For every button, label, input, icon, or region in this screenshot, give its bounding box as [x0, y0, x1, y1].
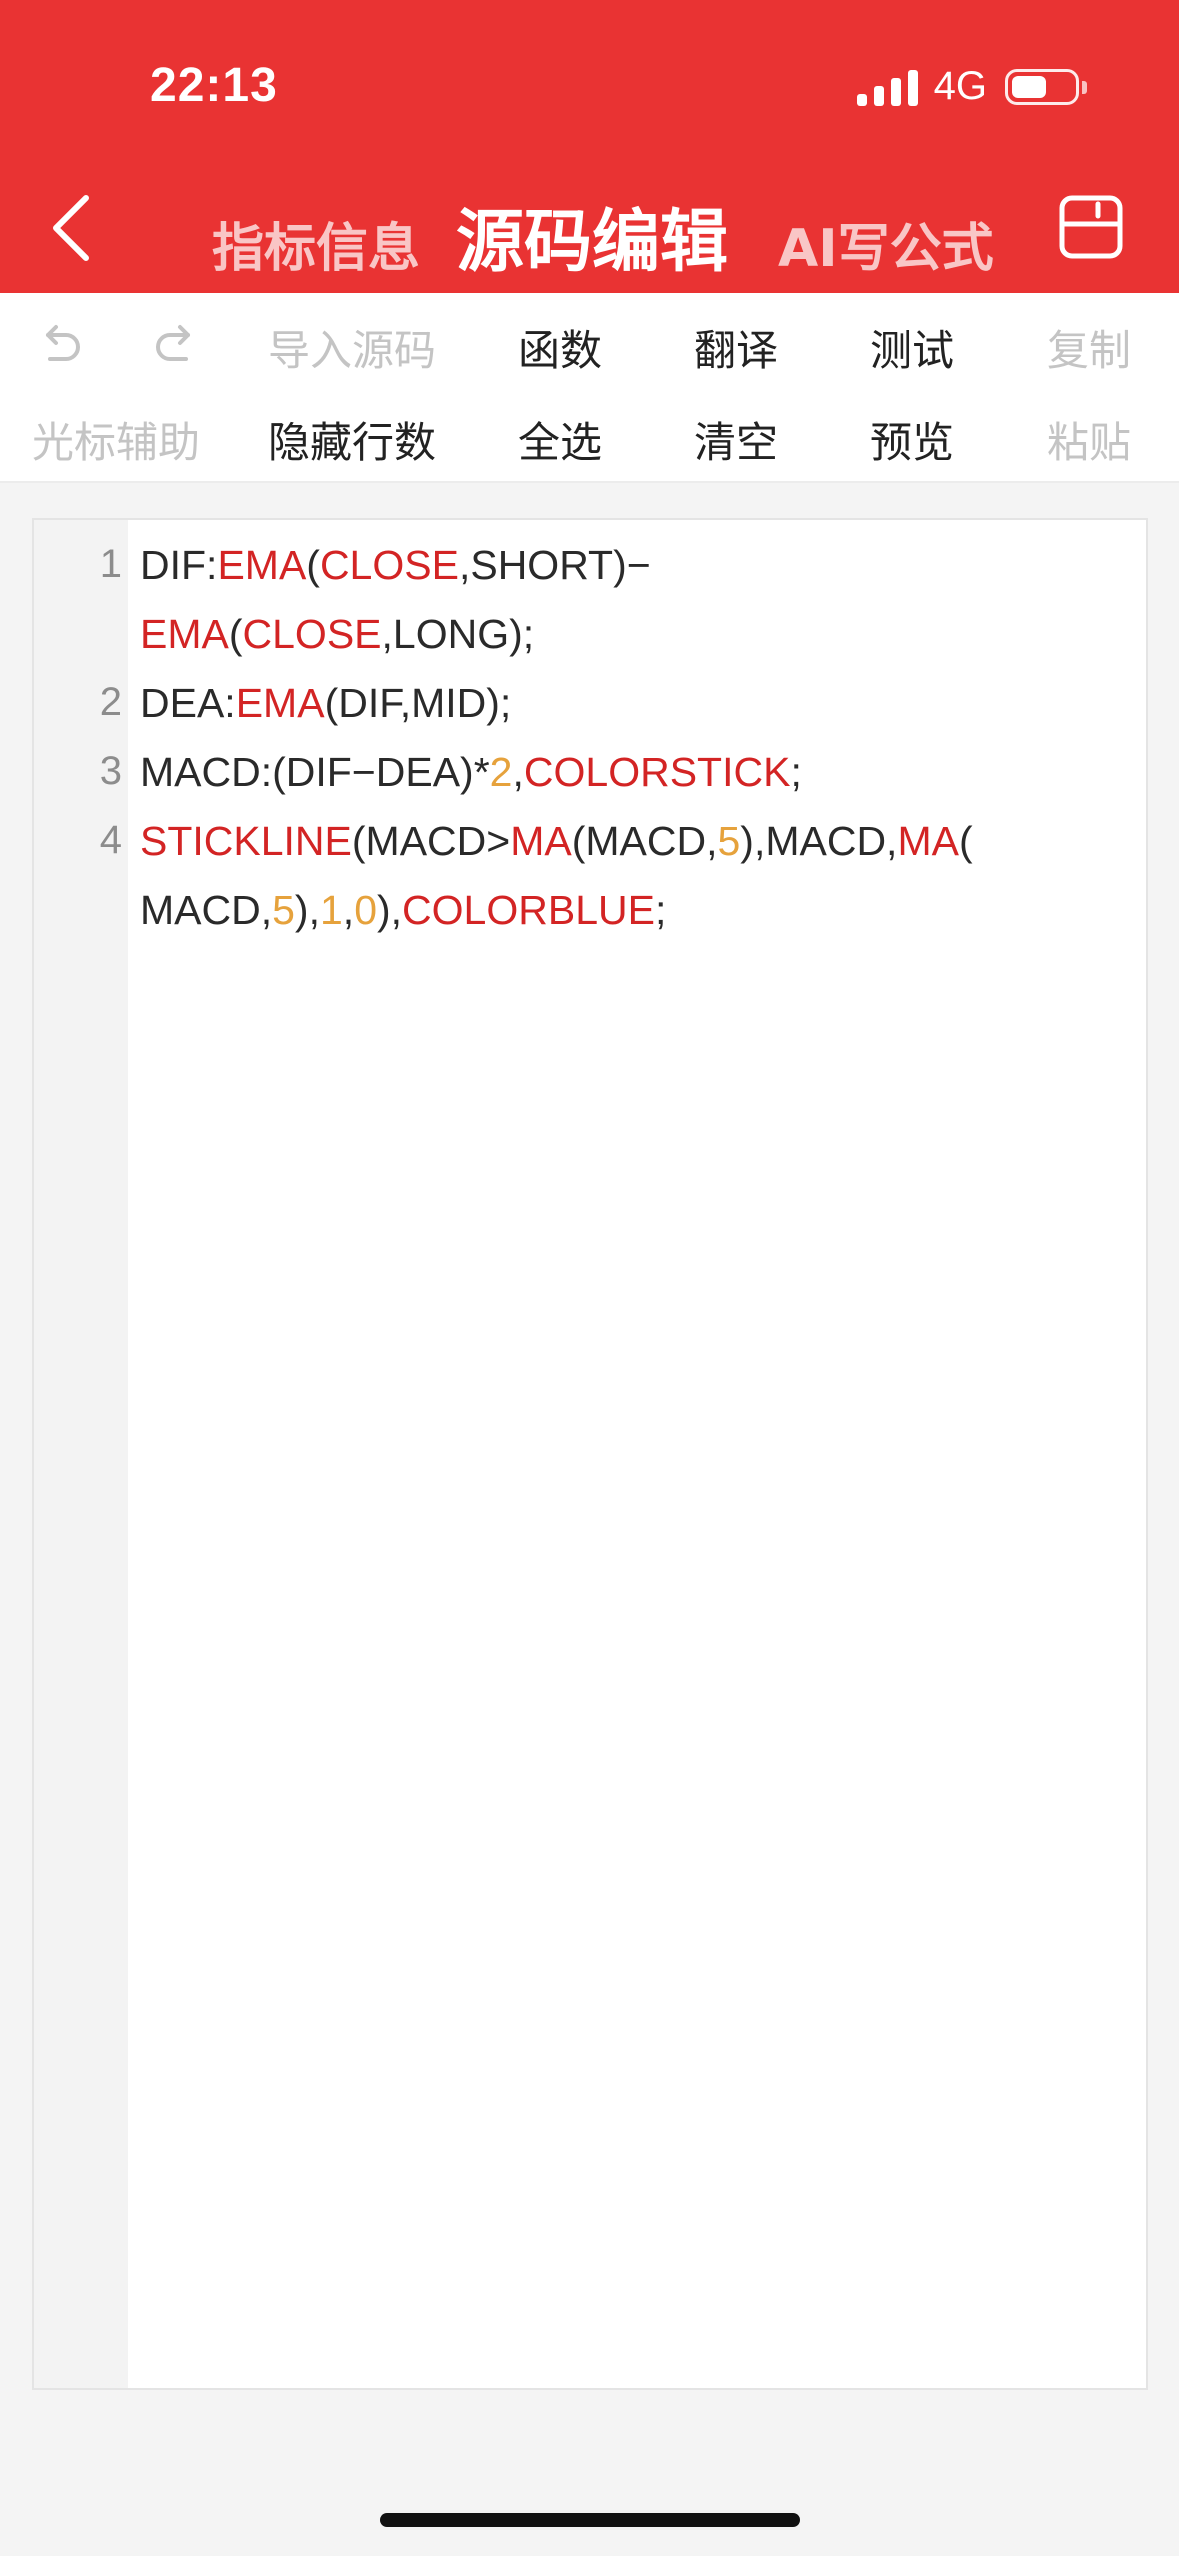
code-text-token: ; — [654, 887, 667, 933]
select-all-button[interactable]: 全选 — [517, 418, 603, 467]
code-number-token: 0 — [354, 887, 377, 933]
code-number-token: 5 — [272, 887, 295, 933]
line-number: 3 — [99, 749, 122, 793]
code-text-token: ,SHORT)− — [458, 542, 651, 588]
code-text-token: , — [342, 887, 355, 933]
test-button[interactable]: 测试 — [869, 326, 955, 375]
code-line: EMA(CLOSE,LONG); — [140, 611, 534, 658]
code-function-token: CLOSE — [242, 611, 382, 657]
editor-toolbar: 导入源码 函数 翻译 测试 复制 光标辅助 隐藏行数 全选 清空 预览 粘贴 — [0, 293, 1179, 483]
status-indicators: 4G — [856, 64, 1087, 109]
back-icon[interactable] — [42, 188, 102, 268]
preview-button[interactable]: 预览 — [869, 418, 955, 467]
code-text-token: DEA: — [140, 680, 236, 726]
import-source-button[interactable]: 导入源码 — [267, 326, 437, 375]
redo-icon[interactable] — [150, 317, 204, 371]
code-function-token: MA — [897, 818, 959, 864]
hide-line-numbers-button[interactable]: 隐藏行数 — [267, 418, 437, 467]
code-line: DIF:EMA(CLOSE,SHORT)− — [140, 542, 651, 589]
code-text-token: MACD:(DIF−DEA)* — [140, 749, 490, 795]
translate-button[interactable]: 翻译 — [693, 326, 779, 375]
undo-icon[interactable] — [32, 317, 86, 371]
code-function-token: STICKLINE — [140, 818, 352, 864]
copy-button[interactable]: 复制 — [1046, 326, 1132, 375]
code-text-token: MACD, — [140, 887, 273, 933]
clear-button[interactable]: 清空 — [693, 418, 779, 467]
code-function-token: EMA — [140, 611, 229, 657]
code-text-token: ),MACD, — [740, 818, 898, 864]
tab-ai-formula[interactable]: AI写公式 — [778, 219, 994, 279]
line-number: 2 — [99, 680, 122, 724]
code-text-token: (MACD, — [571, 818, 718, 864]
code-number-token: 1 — [319, 887, 343, 933]
save-icon[interactable] — [1058, 194, 1124, 260]
functions-button[interactable]: 函数 — [517, 326, 603, 375]
signal-icon — [856, 68, 918, 106]
code-text-token: ; — [790, 749, 802, 795]
code-line: DEA:EMA(DIF,MID); — [140, 680, 511, 727]
code-text-token: ,LONG); — [381, 611, 535, 657]
tab-indicator-info[interactable]: 指标信息 — [212, 219, 421, 279]
code-editor[interactable]: 1 2 3 4 DIF:EMA(CLOSE,SHORT)− EMA(CLOSE,… — [32, 518, 1148, 2390]
cursor-assist-button[interactable]: 光标辅助 — [31, 418, 201, 467]
code-text-token: (MACD> — [351, 818, 511, 864]
code-function-token: COLORSTICK — [523, 749, 791, 795]
home-indicator[interactable] — [380, 2513, 800, 2527]
code-function-token: EMA — [217, 542, 307, 588]
status-time: 22:13 — [150, 59, 278, 112]
paste-button[interactable]: 粘贴 — [1046, 418, 1132, 467]
line-number: 1 — [99, 542, 122, 586]
app-header: 22:13 4G 指标信息 源码编辑 AI写公式 — [0, 0, 1179, 293]
line-number: 4 — [99, 818, 122, 862]
network-type: 4G — [933, 64, 987, 108]
code-text-token: ( — [958, 818, 973, 864]
code-text-token: ( — [228, 611, 243, 657]
code-number-token: 2 — [489, 749, 513, 795]
code-text-token: ), — [294, 887, 320, 933]
code-text-token: (DIF,MID); — [324, 680, 512, 726]
code-number-token: 5 — [717, 818, 741, 864]
code-line: MACD,5),1,0),COLORBLUE; — [140, 887, 666, 934]
code-function-token: MA — [510, 818, 572, 864]
code-function-token: CLOSE — [319, 542, 459, 588]
code-line: MACD:(DIF−DEA)*2,COLORSTICK; — [140, 749, 802, 796]
code-text-token: ( — [306, 542, 320, 588]
code-function-token: EMA — [235, 680, 325, 726]
line-number-gutter: 1 2 3 4 — [34, 520, 128, 2388]
code-text-token: , — [512, 749, 524, 795]
code-line: STICKLINE(MACD>MA(MACD,5),MACD,MA( — [140, 818, 973, 865]
code-text-token: DIF: — [140, 542, 218, 588]
battery-icon — [1005, 68, 1087, 105]
code-text-token: ), — [377, 887, 403, 933]
code-function-token: COLORBLUE — [402, 887, 655, 933]
tab-source-edit[interactable]: 源码编辑 — [456, 203, 729, 282]
